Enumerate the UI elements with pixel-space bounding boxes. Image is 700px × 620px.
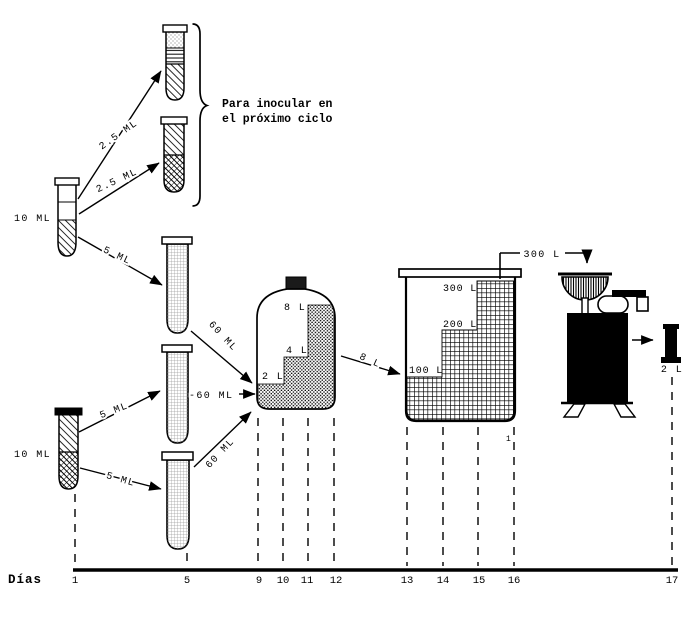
tank-tick-mark: 1 [506,435,511,444]
day-tick-14: 14 [437,575,450,587]
tube-c-60ml [161,451,194,550]
arrow-2.5ml-top [77,70,162,200]
carboy-2l-label: 2 L [262,372,284,383]
transfer-2.5ml-bottom-label: 2.5 ML [95,167,140,196]
day-tick-15: 15 [473,575,486,587]
arrow-8l-to-tank [340,355,401,376]
transfer-2.5ml-top-label: 2.5 ML [98,119,141,153]
tube-rim [161,344,193,353]
transfer-60ml-tube-b-label: -60 ML [189,391,233,402]
arrow-60ml-tube-c [193,411,252,468]
next-cycle-note: Para inocular en el próximo ciclo [222,98,333,126]
carboy-8l-label: 8 L [284,303,306,314]
tube-a-60ml [161,236,193,334]
arrow-2.5ml-bottom [78,162,160,215]
tube-rim [161,236,193,245]
transfer-300l-label: 300 L [523,250,560,261]
tube-lower-left-volume-label: 10 ML [14,450,51,461]
separator-machine [558,272,649,418]
tube-rim [160,116,188,125]
transfer-arrows [77,70,654,491]
day-tick-12: 12 [330,575,343,587]
day-tick-5: 5 [184,575,190,587]
tube-b-60ml [161,344,193,444]
tank-200l-label: 200 L [443,320,477,331]
next-cycle-brace [192,23,210,207]
tube-rim [54,177,80,186]
day-tick-17: 17 [666,575,679,587]
machine-body [567,313,628,402]
transfer-8l-label: 8 L [357,352,382,371]
day-tick-16: 16 [508,575,521,587]
tube-rim [161,451,194,461]
transfer-5ml-tube-c-label: 5 ML [105,471,136,490]
arrow-60ml-tube-a [190,330,253,384]
tank-lid [398,268,522,278]
machine-leg-right [612,403,637,418]
tube-upper-left-volume-label: 10 ML [14,214,51,225]
carboy-fill-steps [257,304,335,409]
next-cycle-tube-top [162,24,188,101]
arrow-5ml-to-tube-b [78,390,161,433]
tank-300l: 100 L 200 L 300 L 1 [398,268,522,444]
test-tube-lower-left-10ml: 10 ML [14,407,83,490]
carboy-4l-label: 4 L [286,346,308,357]
outlet-pipe [612,290,646,297]
carboy-8l: 2 L 4 L 8 L [256,276,336,410]
arrow-5ml-to-tube-a [77,236,163,286]
day-tick-13: 13 [401,575,414,587]
axis-label: Días [8,573,42,587]
outlet-spout [636,296,649,312]
note-line2: el próximo ciclo [222,113,333,126]
tube-rim [162,24,188,33]
transfer-5ml-tube-a-label: 5 ML [101,245,132,267]
day-tick-11: 11 [301,575,314,587]
transfer-5ml-tube-b-label: 5 ML [99,401,131,422]
test-tube-upper-left-10ml: 10 ML [14,177,80,257]
funnel-stem [581,297,589,315]
timeline-dashed-lines [74,377,673,566]
funnel-icon [561,276,609,301]
machine-leg-left [562,403,587,418]
note-line1: Para inocular en [222,98,333,111]
transfer-300l-connector [499,249,593,279]
tank-300l-label: 300 L [443,284,477,295]
day-tick-9: 9 [256,575,262,587]
tank-walls [404,277,517,423]
timeline-axis: Días 1 5 9 10 11 12 13 14 15 16 17 [8,568,679,587]
tube-rim [54,407,83,416]
tank-fill-steps [406,280,515,421]
transfer-60ml-tube-a-label: 60 ML [205,320,238,355]
next-cycle-tube-bottom [160,116,188,193]
tank-100l-label: 100 L [409,366,443,377]
day-tick-1: 1 [72,575,78,587]
day-tick-10: 10 [277,575,290,587]
arrow-5ml-to-tube-c [79,467,162,491]
product-volume-label: 2 L [661,365,683,376]
product-container-2l: 2 L [661,324,683,376]
pump-fitting [597,295,629,314]
carboy-cap [285,276,307,291]
